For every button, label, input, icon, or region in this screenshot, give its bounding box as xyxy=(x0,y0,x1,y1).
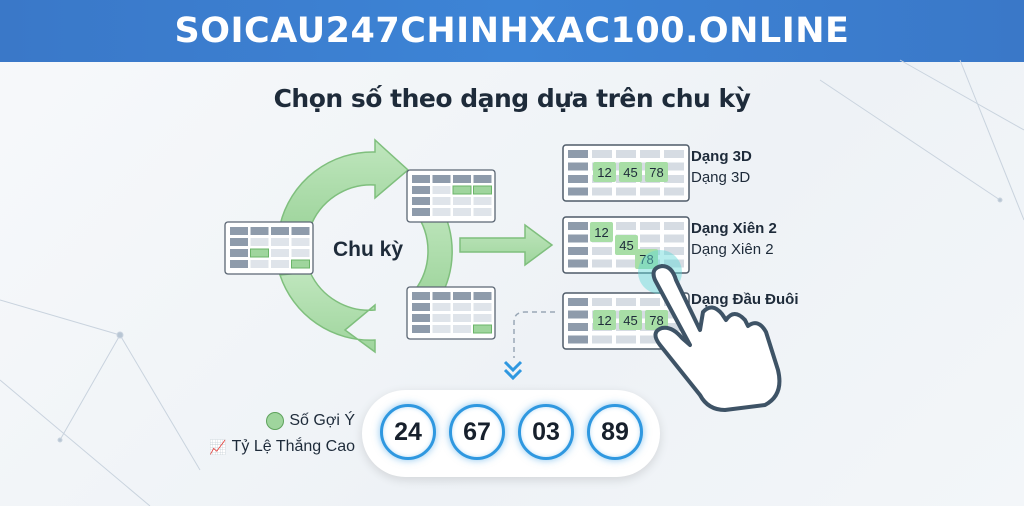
pattern-card[interactable]: 12 45 78 xyxy=(562,144,690,202)
number-cell xyxy=(593,310,616,330)
pattern-card[interactable]: 12 45 78 xyxy=(562,216,690,274)
number-ball: 89 xyxy=(587,404,643,460)
mini-table xyxy=(406,286,496,340)
win-rate-label: Tỷ Lệ Thắng Cao xyxy=(231,438,355,455)
number-cell xyxy=(645,310,668,330)
cycle-arrows xyxy=(278,138,554,354)
hand-pointer-icon xyxy=(651,264,782,412)
dashed-connector xyxy=(513,311,555,358)
site-header: SOICAU247CHINHXAC100.ONLINE xyxy=(0,0,1024,62)
network-decoration xyxy=(0,59,1024,506)
page-title: Chọn số theo dạng dựa trên chu kỳ xyxy=(273,84,751,113)
cycle-label: Chu kỳ xyxy=(333,238,404,261)
pattern-subtitle: Dạng 3D xyxy=(691,169,751,186)
pattern-3d-label: Dạng 3D Dạng 3D xyxy=(691,148,752,186)
number-cell xyxy=(590,222,613,242)
pattern-title: Dạng Xiên 2 xyxy=(691,220,777,237)
chevron-down-icon xyxy=(503,360,523,381)
site-name: SOICAU247CHINHXAC100.ONLINE xyxy=(174,11,850,51)
number-text: 45 xyxy=(623,313,637,328)
number-text: 12 xyxy=(597,313,611,328)
pattern-subtitle: Dạng Xiên 2 xyxy=(691,241,774,258)
pattern-title: Dạng Đầu Đuôi xyxy=(691,291,799,308)
number-ball: 24 xyxy=(380,404,436,460)
number-text: 12 xyxy=(597,165,611,180)
number-ball: 03 xyxy=(518,404,574,460)
number-cell xyxy=(619,310,642,330)
legend: Số Gợi Ý 📈Tỷ Lệ Thắng Cao xyxy=(209,408,355,460)
pattern-title: Dạng 3D xyxy=(691,148,752,165)
pattern-dau-duoi-label: Dạng Đầu Đuôi xyxy=(691,291,799,308)
number-cell xyxy=(593,162,616,182)
number-ball: 67 xyxy=(449,404,505,460)
number-text: 78 xyxy=(649,313,663,328)
mini-table xyxy=(406,169,496,223)
chart-up-icon: 📈 xyxy=(209,439,227,455)
number-text: 12 xyxy=(594,225,608,240)
user-icon xyxy=(266,412,285,430)
number-text: 78 xyxy=(639,252,653,267)
number-cell xyxy=(645,162,668,182)
suggested-numbers: 24 67 03 89 xyxy=(362,390,660,477)
number-text: 45 xyxy=(619,238,633,253)
mini-table xyxy=(224,221,314,275)
number-cell xyxy=(635,249,658,269)
pattern-xien2-label: Dạng Xiên 2 Dạng Xiên 2 xyxy=(691,220,777,258)
number-cell xyxy=(619,162,642,182)
number-cell xyxy=(615,235,638,255)
number-text: 45 xyxy=(623,165,637,180)
number-text: 78 xyxy=(649,165,663,180)
suggest-label: Số Gợi Ý xyxy=(289,412,355,429)
